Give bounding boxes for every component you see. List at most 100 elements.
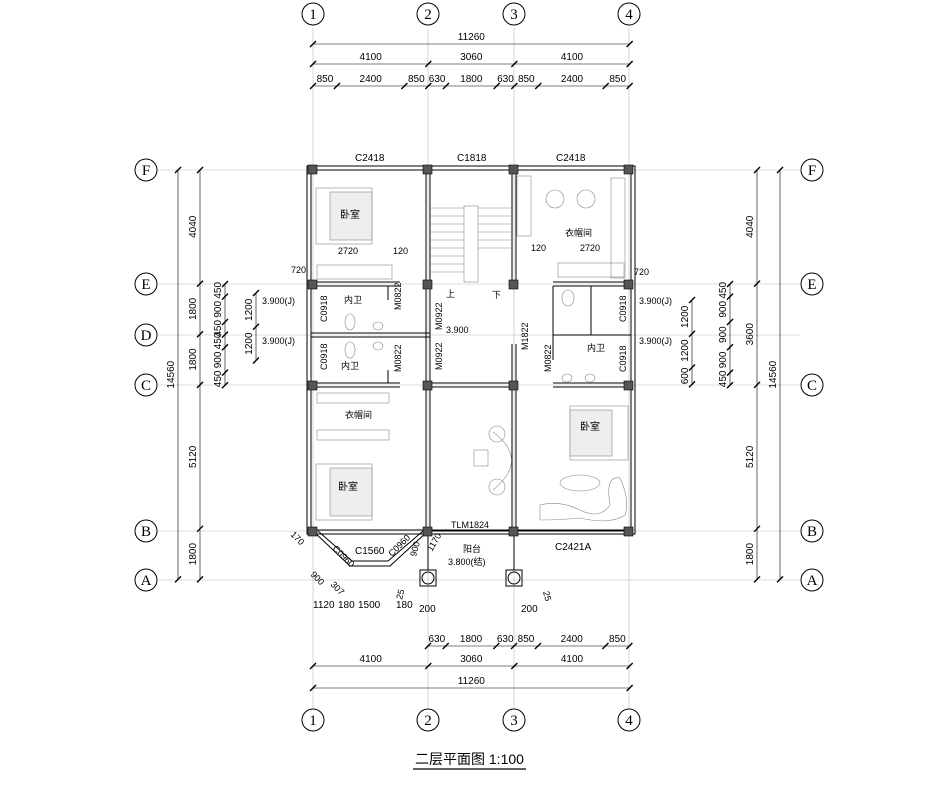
dim-value: 14560 (166, 360, 177, 388)
dim-tick (726, 343, 734, 351)
dim-tick (309, 60, 317, 68)
dim-value: 4100 (561, 654, 584, 665)
dim-tick (333, 82, 341, 90)
axis-4-top: 4 (617, 2, 641, 26)
svg-text:170: 170 (289, 529, 307, 547)
dim-tick (534, 642, 542, 650)
dim-value: 3060 (460, 654, 483, 665)
dim-tick (753, 525, 761, 533)
dim-tick (492, 642, 500, 650)
svg-text:200: 200 (419, 604, 436, 615)
svg-text:C0918: C0918 (319, 295, 329, 322)
svg-text:3.900(J): 3.900(J) (262, 296, 295, 306)
dim-value: 630 (497, 74, 514, 85)
dim-tick (196, 166, 204, 174)
svg-text:3.800(结): 3.800(结) (448, 556, 486, 567)
dim-value: 850 (609, 634, 626, 645)
room-bedroom-sw: 卧室 (338, 480, 358, 493)
svg-text:C0918: C0918 (319, 343, 329, 370)
dim-tick (776, 575, 784, 583)
svg-text:2720: 2720 (580, 243, 600, 253)
svg-text:A: A (807, 573, 818, 589)
dim-tick (726, 369, 734, 377)
dim-value: 1200 (680, 339, 691, 362)
dim-tick (400, 82, 408, 90)
svg-text:2: 2 (424, 7, 432, 23)
dim-value: 600 (680, 367, 691, 384)
dim-tick (442, 642, 450, 650)
svg-text:M0922: M0922 (434, 342, 444, 370)
svg-text:3: 3 (510, 7, 518, 23)
dim-value: 1800 (188, 543, 199, 566)
dim-value: 850 (408, 74, 425, 85)
svg-text:180: 180 (338, 600, 355, 611)
axis-F-right: F (800, 158, 824, 182)
dim-tick (424, 642, 432, 650)
svg-text:D: D (141, 328, 152, 344)
dim-tick (196, 525, 204, 533)
svg-text:3.900: 3.900 (446, 325, 469, 335)
dim-value: 630 (429, 634, 446, 645)
dim-tick (424, 662, 432, 670)
dim-tick (309, 662, 317, 670)
axis-D-left: D (134, 323, 158, 347)
dim-tick (510, 662, 518, 670)
dim-value: 11260 (458, 32, 486, 43)
svg-text:4: 4 (625, 7, 633, 23)
dim-value: 11260 (458, 676, 486, 687)
room-closet-ne: 衣帽间 (565, 227, 592, 238)
dim-tick (196, 330, 204, 338)
svg-text:M0822: M0822 (393, 344, 403, 372)
dim-tick (424, 60, 432, 68)
dim-value: 850 (518, 634, 535, 645)
svg-text:F: F (808, 163, 816, 179)
svg-text:M0822: M0822 (393, 282, 403, 310)
dim-tick (626, 82, 634, 90)
axis-B-left: B (134, 519, 158, 543)
svg-text:3.900(J): 3.900(J) (639, 336, 672, 346)
dim-tick (221, 381, 229, 389)
dim-value: 14560 (768, 360, 779, 388)
dim-value: 450 (213, 320, 224, 337)
svg-text:720: 720 (634, 267, 649, 277)
dim-tick (309, 684, 317, 692)
axis-A-right: A (800, 568, 824, 592)
svg-text:1: 1 (309, 713, 317, 729)
svg-text:C0918: C0918 (618, 345, 628, 372)
dim-tick (688, 296, 696, 304)
dim-value: 3060 (460, 52, 483, 63)
dim-value: 900 (718, 351, 729, 368)
dim-value: 2400 (561, 74, 584, 85)
dim-tick (753, 166, 761, 174)
svg-text:3.900(J): 3.900(J) (639, 296, 672, 306)
dim-value: 5120 (188, 445, 199, 468)
walls (306, 165, 636, 587)
dim-tick (753, 280, 761, 288)
svg-text:1: 1 (309, 7, 317, 23)
axis-4-bottom: 4 (617, 708, 641, 732)
axis-bubbles: 1 2 3 4 1 2 3 4 F E D C B A F E C B A (134, 2, 824, 732)
staircase (431, 205, 511, 283)
dim-tick (510, 82, 518, 90)
dim-tick (534, 82, 542, 90)
dim-value: 2400 (561, 634, 584, 645)
dim-value: 630 (497, 634, 514, 645)
dim-value: 1800 (745, 543, 756, 566)
axis-E-right: E (800, 272, 824, 296)
svg-text:3: 3 (510, 713, 518, 729)
dim-value: 850 (609, 74, 626, 85)
dim-tick (174, 166, 182, 174)
dim-value: 4100 (360, 654, 383, 665)
dim-tick (602, 82, 610, 90)
dim-value: 900 (718, 301, 729, 318)
axis-C-right: C (800, 373, 824, 397)
dim-tick (726, 293, 734, 301)
svg-text:200: 200 (521, 604, 538, 615)
dim-value: 630 (429, 74, 446, 85)
svg-text:25: 25 (394, 588, 406, 600)
dim-tick (726, 381, 734, 389)
dim-value: 900 (213, 351, 224, 368)
axis-B-right: B (800, 519, 824, 543)
svg-text:E: E (141, 277, 150, 293)
svg-text:307: 307 (329, 579, 347, 597)
